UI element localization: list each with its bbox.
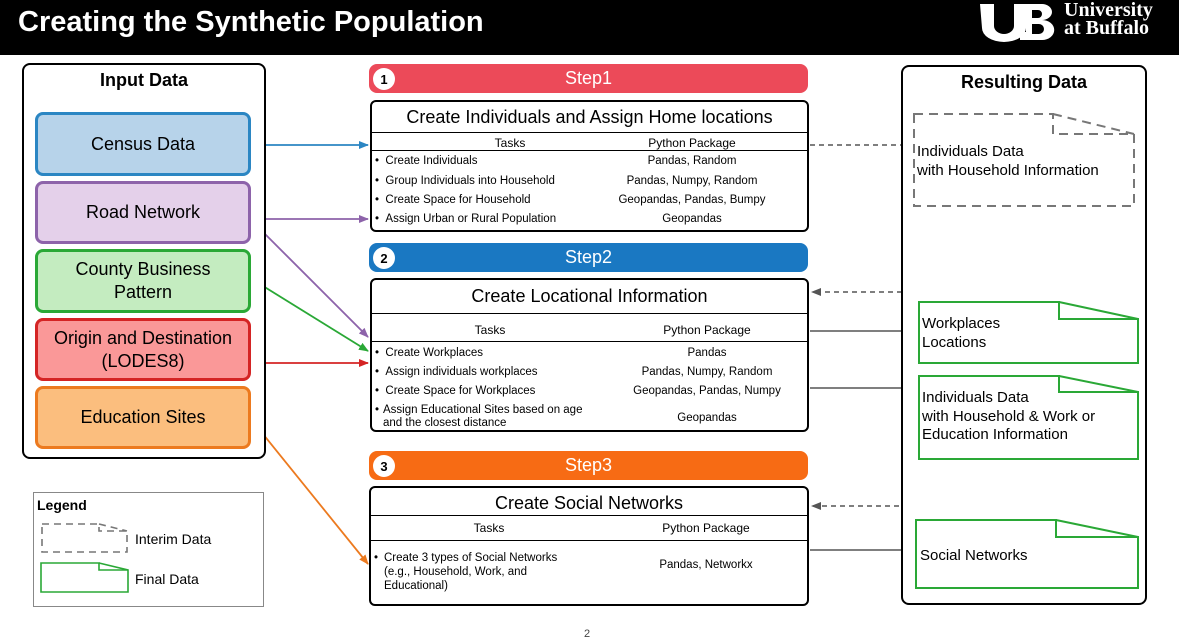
task-text: Assign individuals workplaces [385,366,538,378]
source-census-data: Census Data [35,112,251,176]
step1-number: 1 [373,68,395,90]
ub-logo-icon [980,4,1055,42]
tasks-header: Tasks [494,136,526,150]
task-text: Assign Urban or Rural Population [385,213,557,225]
step1-box: Create Individuals and Assign Home locat… [370,100,809,232]
package-header: Python Package [648,136,736,150]
arrow-road-to-step2 [249,218,369,338]
package-cell: Pandas, Networkx [659,559,753,571]
interim-doc-icon [913,113,1135,207]
tasks-header: Tasks [473,521,505,535]
package-header: Python Package [663,323,751,337]
legend-interim-label: Interim Data [135,531,212,547]
final-doc-icon [918,375,1139,460]
final-doc-icon [915,519,1139,589]
arrow-cbp-to-step2 [249,277,369,352]
step2-box: Create Locational Information Tasks Pyth… [370,278,809,432]
package-cell: Pandas, Random [647,155,737,167]
input-panel-title: Input Data [100,70,188,90]
result-individuals-work-education: Individuals Data with Household & Work o… [922,389,1096,443]
divider [372,313,807,314]
source-county-business-pattern: County Business Pattern [35,249,251,313]
task-row: • Create 3 types of Social Networks (e.g… [374,551,574,593]
task-text: Assign Educational Sites based on age an… [383,404,583,429]
logo-line-2: at Buffalo [1064,17,1149,39]
source-label: County Business Pattern [75,259,211,302]
final-doc-icon [918,301,1139,364]
step3-title: Create Social Networks [494,493,684,513]
package-cell: Geopandas [677,412,737,424]
source-label: Road Network [85,202,201,222]
step3-label: Step3 [564,455,613,475]
source-label: Origin and Destination (LODES8) [53,327,233,371]
logo-line-1: University [1064,0,1153,21]
step2-bar: Step2 [369,243,808,272]
package-cell: Pandas, Numpy, Random [641,366,773,378]
package-cell: Pandas, Numpy, Random [626,175,758,187]
task-row: • Assign Urban or Rural Population [375,213,557,225]
source-label: Census Data [90,133,196,154]
task-row: • Assign individuals workplaces [375,366,538,378]
task-text: Create Space for Household [385,194,531,206]
divider [372,132,807,133]
source-education-sites: Education Sites [35,386,251,449]
step2-title: Create Locational Information [471,286,708,306]
task-row: • Create Space for Workplaces [375,385,536,397]
result-social-networks: Social Networks [920,547,1028,564]
divider [371,540,807,541]
step3-number: 3 [373,455,395,477]
step3-box: Create Social Networks Tasks Python Pack… [369,486,809,606]
arrow-education-to-step3 [249,417,369,565]
task-text: Create Workplaces [385,347,483,359]
result-workplaces-locations: Workplaces Locations [922,315,1001,351]
legend-final-icon [40,562,129,593]
source-origin-destination: Origin and Destination (LODES8) [35,318,251,381]
package-cell: Pandas [687,347,727,359]
task-row: • Create Individuals [375,155,478,167]
task-row: • Assign Educational Sites based on age … [375,404,615,430]
page-title: Creating the Synthetic Population [18,6,484,38]
task-row: • Create Workplaces [375,347,483,359]
package-cell: Geopandas [662,213,722,225]
step1-label: Step1 [564,68,613,88]
task-row: • Group Individuals into Household [375,175,555,187]
university-name: University at Buffalo [1064,0,1153,39]
task-text: Create Individuals [385,155,478,167]
task-text: Group Individuals into Household [385,175,555,187]
task-text: Create 3 types of Social Networks (e.g.,… [384,552,558,592]
step2-number: 2 [373,247,395,269]
divider [372,341,807,342]
result-panel-title: Resulting Data [960,72,1088,92]
divider [371,515,807,516]
step1-title: Create Individuals and Assign Home locat… [406,107,773,127]
source-road-network: Road Network [35,181,251,244]
package-cell: Geopandas, Pandas, Numpy [633,385,781,397]
package-cell: Geopandas, Pandas, Bumpy [618,194,766,206]
source-label: Education Sites [80,407,206,427]
step1-bar: Step1 [369,64,808,93]
divider [372,150,807,151]
page-number: 2 [584,628,591,640]
task-text: Create Space for Workplaces [385,385,536,397]
package-header: Python Package [662,521,750,535]
step3-bar: Step3 [369,451,808,480]
legend-final-label: Final Data [135,571,199,587]
legend-title: Legend [37,497,87,513]
legend-interim-icon [41,523,128,553]
step2-label: Step2 [564,247,613,267]
result-individuals-household: Individuals Data with Household Informat… [917,143,1099,179]
tasks-header: Tasks [474,323,506,337]
task-row: • Create Space for Household [375,194,531,206]
